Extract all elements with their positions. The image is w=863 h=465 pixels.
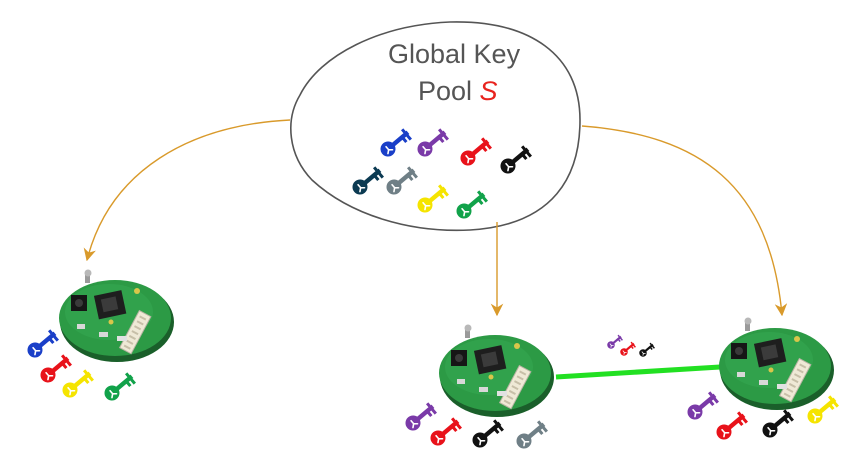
shared-key-1-icon xyxy=(607,334,623,349)
arrow-to-right-node xyxy=(581,125,788,317)
left-node-key-4-icon xyxy=(104,372,136,401)
pool-symbol-s: S xyxy=(480,76,498,106)
middle-node-key-2-icon xyxy=(430,417,462,446)
pool-key-dark-teal-icon xyxy=(352,166,384,195)
global-key-pool-outline xyxy=(290,21,581,232)
pool-key-blue-icon xyxy=(380,128,412,157)
secure-link xyxy=(555,364,721,380)
pool-title-prefix: Pool xyxy=(418,76,480,106)
pool-key-gray-icon xyxy=(386,166,418,195)
shared-key-3-icon xyxy=(639,342,655,357)
pool-key-black-icon xyxy=(500,145,532,174)
right-node-board-icon xyxy=(719,317,834,410)
left-node-key-2-icon xyxy=(40,354,72,383)
middle-node-key-4-icon xyxy=(516,420,548,449)
middle-node-key-3-icon xyxy=(472,419,504,448)
pool-keys-group xyxy=(352,128,532,219)
right-node-key-2-icon xyxy=(716,411,748,440)
shared-keys-group xyxy=(607,334,655,357)
pool-title-line2: Pool S xyxy=(418,76,498,106)
pool-key-green-icon xyxy=(456,190,488,219)
right-node-key-4-icon xyxy=(807,395,839,424)
middle-node-key-1-icon xyxy=(405,402,437,431)
right-node-key-1-icon xyxy=(687,391,719,420)
left-node-board-icon xyxy=(59,269,174,362)
pool-key-red-icon xyxy=(460,137,492,166)
sensor-nodes-layer xyxy=(59,269,834,417)
pool-key-purple-icon xyxy=(417,128,449,157)
right-node-key-3-icon xyxy=(762,409,794,438)
arrow-to-left-node xyxy=(83,119,291,262)
pool-key-yellow-icon xyxy=(417,184,449,213)
left-node-key-3-icon xyxy=(62,369,94,398)
pool-title-line1: Global Key xyxy=(388,39,521,69)
left-node-key-1-icon xyxy=(27,329,59,358)
node-keys-layer xyxy=(27,329,839,449)
middle-node-board-icon xyxy=(439,324,554,417)
shared-key-2-icon xyxy=(620,341,636,356)
